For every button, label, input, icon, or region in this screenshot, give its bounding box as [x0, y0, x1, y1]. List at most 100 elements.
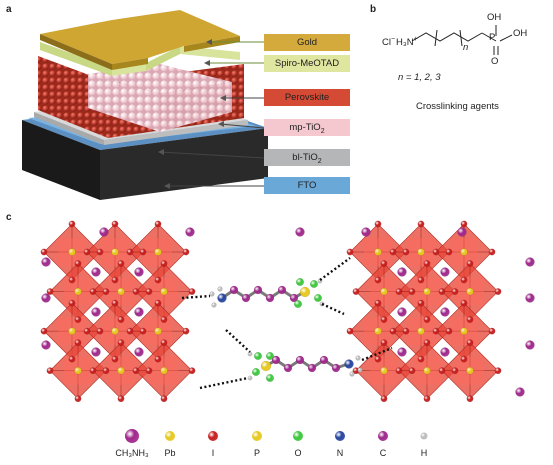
oxygen-atom — [296, 278, 305, 287]
n-values: n = 1, 2, 3 — [398, 72, 441, 83]
iodine-atom — [438, 367, 446, 375]
iodine-atom — [145, 288, 153, 295]
iodine-atom — [126, 327, 134, 335]
fto-label: FTO — [297, 180, 317, 191]
iodine-atom — [68, 276, 76, 284]
methylammonium-ion — [41, 293, 51, 303]
oxygen-atom — [294, 300, 303, 309]
iodine-atom — [68, 220, 76, 228]
hydroxyl-top: OH — [487, 12, 502, 23]
iodine-atom — [83, 248, 91, 256]
iodine-atom — [438, 288, 446, 295]
iodine-atom — [132, 288, 140, 295]
iodine-atom — [160, 260, 168, 267]
iodine-atom — [395, 367, 403, 375]
iodine-atom — [451, 367, 459, 375]
methylammonium-ion — [440, 267, 450, 277]
legend-label-4: O — [294, 448, 302, 458]
methylammonium-ion — [41, 340, 51, 350]
methylammonium-ion — [91, 307, 101, 317]
gold-top-face — [40, 10, 240, 64]
carbon-atom — [253, 285, 263, 295]
iodine-atom — [389, 248, 397, 256]
iodine-atom — [188, 288, 196, 295]
ammonium-group: H₃N+ — [396, 36, 418, 49]
iodine-atom — [494, 367, 502, 375]
phosphorus-atom — [299, 286, 311, 298]
iodine-atom — [380, 260, 388, 267]
iodine-atom — [74, 260, 82, 267]
pb-atom — [154, 248, 162, 256]
pb-atom — [154, 327, 162, 335]
iodine-atom — [154, 355, 162, 363]
carbon-atom — [241, 293, 251, 303]
iodine-atom — [46, 288, 54, 295]
carbon-atom — [289, 293, 299, 303]
pb-atom — [374, 248, 382, 256]
phosphoryl-oxygen: O — [491, 56, 499, 67]
iodine-atom — [423, 395, 431, 403]
iodine-atom — [111, 299, 119, 307]
iodine-atom — [445, 327, 453, 335]
legend-label-6: C — [379, 448, 387, 458]
iodine-atom — [417, 276, 425, 284]
iodine-atom — [466, 260, 474, 267]
iodine-atom — [374, 299, 382, 307]
chloride-counterion: Cl− — [382, 36, 396, 49]
iodine-atom — [160, 395, 168, 403]
iodine-atom — [139, 327, 147, 335]
nitrogen-atom — [217, 293, 227, 303]
iodine-atom — [111, 276, 119, 284]
fto-side-face — [100, 128, 268, 200]
iodine-atom — [117, 395, 125, 403]
pb-atom — [374, 327, 382, 335]
iodine-atom — [117, 339, 125, 347]
iodine-atom — [68, 355, 76, 363]
iodine-atom — [423, 316, 431, 323]
iodine-atom — [74, 395, 82, 403]
iodine-atom — [154, 276, 162, 284]
iodine-atom — [74, 316, 82, 323]
legend-label-2: I — [211, 448, 215, 458]
legend-label-1: Pb — [164, 448, 176, 458]
methylammonium-ion — [91, 267, 101, 277]
iodine-atom — [68, 299, 76, 307]
pb-atom — [380, 287, 388, 296]
hydrogen-atom — [357, 367, 363, 373]
carbon-atom — [277, 285, 287, 295]
panel-c-letter: c — [6, 212, 12, 223]
iodine-atom — [374, 355, 382, 363]
legend-label-7: H — [420, 448, 428, 458]
iodine-atom — [132, 367, 140, 375]
spiro-meotad-label: Spiro-MeOTAD — [274, 58, 340, 69]
iodine-atom — [40, 327, 48, 335]
pb-atom — [417, 248, 425, 256]
oxygen-atom — [253, 352, 262, 361]
legend-swatch-5 — [335, 431, 345, 441]
pb-atom — [117, 287, 125, 296]
hydrogen-atom — [217, 286, 223, 292]
iodine-atom — [182, 327, 190, 335]
hydrogen-atom — [355, 355, 361, 361]
legend-label-0: CH₃NH₃ — [115, 448, 149, 458]
iodine-atom — [96, 248, 104, 256]
iodine-atom — [374, 220, 382, 228]
iodine-atom — [102, 288, 110, 295]
methylammonium-ion — [99, 227, 109, 237]
iodine-atom — [389, 327, 397, 335]
methylammonium-ion — [361, 227, 371, 237]
methylammonium-ion — [397, 347, 407, 357]
carbon-atom — [307, 363, 317, 373]
pb-atom — [466, 366, 474, 375]
methylammonium-ion — [397, 307, 407, 317]
oxygen-atom — [310, 280, 319, 289]
iodine-atom — [445, 248, 453, 256]
iodine-atom — [346, 248, 354, 256]
iodine-atom — [111, 220, 119, 228]
iodine-atom — [417, 299, 425, 307]
gold-label: Gold — [296, 37, 318, 48]
legend-label-3: P — [253, 448, 260, 458]
